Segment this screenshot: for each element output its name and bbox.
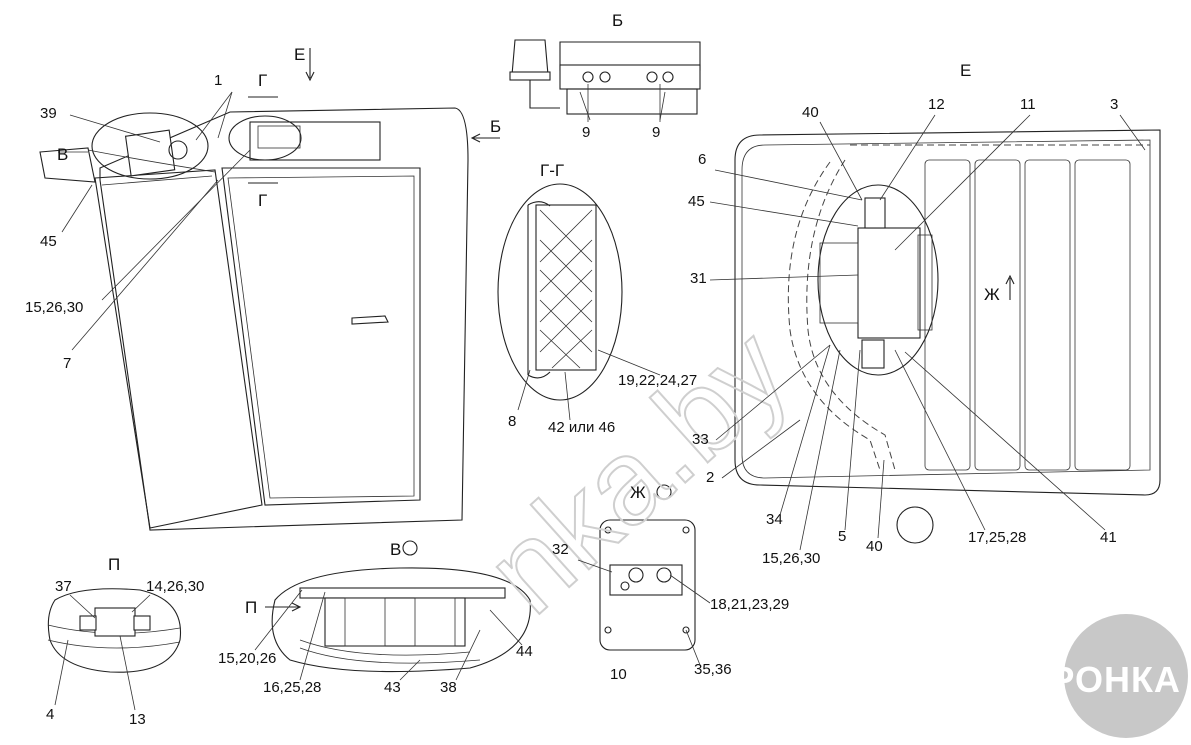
callout-4: 4 <box>46 706 54 723</box>
callout-42-46: 42 или 46 <box>548 419 615 436</box>
callout-45-left: 45 <box>40 233 57 250</box>
cabin-side-view <box>39 48 500 556</box>
callout-12: 12 <box>928 96 945 113</box>
callout-37: 37 <box>55 578 72 595</box>
section-g-g <box>497 183 623 401</box>
view-e-drawing <box>734 129 1161 544</box>
callout-7: 7 <box>63 355 71 372</box>
callout-34: 34 <box>766 511 783 528</box>
callout-33: 33 <box>692 431 709 448</box>
callout-40-top: 40 <box>802 104 819 121</box>
label-section-g-g: Г-Г <box>540 161 564 180</box>
agronka-logo: АГРОНКА <box>1002 614 1188 738</box>
callout-44: 44 <box>516 643 533 660</box>
label-view-p-mark: П <box>245 598 257 617</box>
callout-16-25-28: 16,25,28 <box>263 679 321 696</box>
callout-5: 5 <box>838 528 846 545</box>
logo-text: АГРОНКА <box>1002 659 1181 700</box>
callout-43: 43 <box>384 679 401 696</box>
view-p-lower <box>265 567 531 673</box>
label-section-g-bottom: Г <box>258 191 267 210</box>
callout-6: 6 <box>698 151 706 168</box>
callout-15-26-30-left: 15,26,30 <box>25 299 83 316</box>
view-p-detail <box>47 588 182 673</box>
callout-38: 38 <box>440 679 457 696</box>
callout-35-36: 35,36 <box>694 661 732 678</box>
callout-9b: 9 <box>652 124 660 141</box>
label-section-g-top: Г <box>258 71 267 90</box>
label-arrow-b: Б <box>490 117 501 136</box>
callout-41: 41 <box>1100 529 1117 546</box>
label-view-zh-mark: Ж <box>984 285 1000 304</box>
view-b-drawing <box>509 39 701 122</box>
callout-8: 8 <box>508 413 516 430</box>
callout-18-21-23-29: 18,21,23,29 <box>710 596 789 613</box>
label-view-e-mark: Е <box>294 45 305 64</box>
callout-19-22-24-27: 19,22,24,27 <box>618 372 697 389</box>
callout-13: 13 <box>129 711 146 728</box>
callout-11: 11 <box>1020 96 1036 113</box>
callout-15-26-30-right: 15,26,30 <box>762 550 820 567</box>
callout-45-right: 45 <box>688 193 705 210</box>
callout-32: 32 <box>552 541 569 558</box>
view-zh-drawing <box>599 484 696 651</box>
leader-lines <box>54 91 1146 711</box>
label-view-b: Б <box>612 11 623 30</box>
label-view-zh: Ж <box>630 483 646 502</box>
callout-39: 39 <box>40 105 57 122</box>
callout-9a: 9 <box>582 124 590 141</box>
label-view-e: Е <box>960 61 971 80</box>
label-view-v-left: В <box>57 145 68 164</box>
callout-1: 1 <box>214 72 222 89</box>
callout-17-25-28: 17,25,28 <box>968 529 1026 546</box>
callout-15-20-26: 15,20,26 <box>218 650 276 667</box>
callout-40-bottom: 40 <box>866 538 883 555</box>
label-view-v-bottom: В <box>390 540 401 559</box>
label-view-p: П <box>108 555 120 574</box>
callout-10: 10 <box>610 666 627 683</box>
callout-3: 3 <box>1110 96 1118 113</box>
callout-14-26-30: 14,26,30 <box>146 578 204 595</box>
callout-31: 31 <box>690 270 707 287</box>
callout-2: 2 <box>706 469 714 486</box>
